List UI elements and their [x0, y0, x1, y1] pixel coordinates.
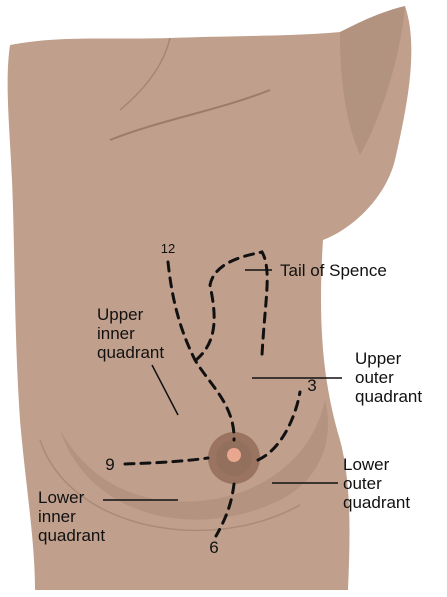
label-upper-outer-line-2: outer: [355, 368, 394, 387]
nipple: [227, 448, 241, 462]
label-upper-outer-line-3: quadrant: [355, 387, 422, 406]
label-upper-outer-line-1: Upper: [355, 349, 402, 368]
label-lower-outer: Lower outer quadrant: [343, 455, 410, 512]
label-upper-inner-line-1: Upper: [97, 305, 144, 324]
label-upper-outer: Upper outer quadrant: [355, 349, 422, 406]
label-upper-inner-line-3: quadrant: [97, 343, 164, 362]
label-3: 3: [307, 376, 316, 395]
label-lower-inner-line-1: Lower: [38, 488, 85, 507]
label-6: 6: [209, 538, 218, 557]
label-tail-of-spence: Tail of Spence: [280, 261, 387, 280]
label-lower-outer-line-1: Lower: [343, 455, 390, 474]
label-12: 12: [161, 241, 175, 256]
label-lower-inner-line-3: quadrant: [38, 526, 105, 545]
label-lower-inner-line-2: inner: [38, 507, 76, 526]
label-upper-inner-line-2: inner: [97, 324, 135, 343]
label-9: 9: [105, 455, 114, 474]
label-lower-outer-line-2: outer: [343, 474, 382, 493]
label-lower-outer-line-3: quadrant: [343, 493, 410, 512]
